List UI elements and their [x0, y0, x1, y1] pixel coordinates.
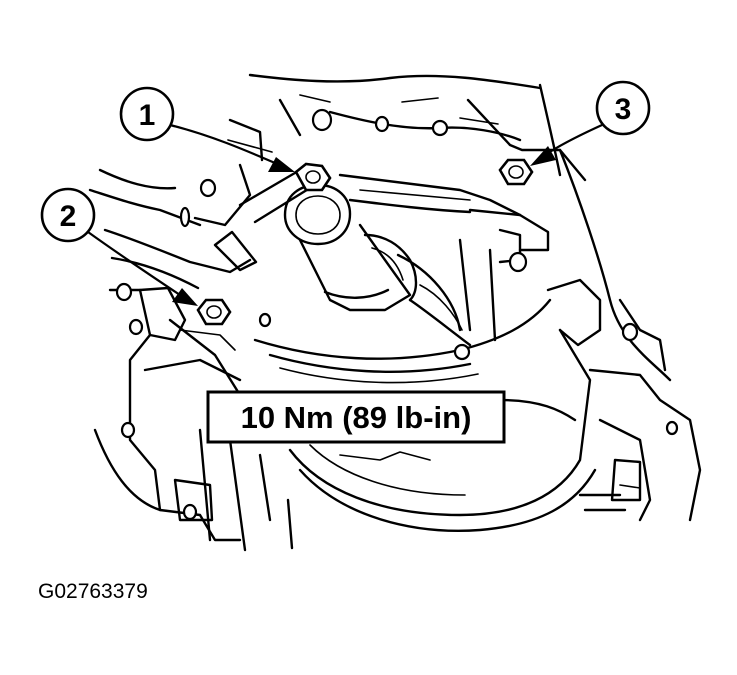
callout-1-label: 1 — [139, 99, 156, 132]
bolt-1 — [294, 162, 332, 192]
torque-spec-box: 10 Nm (89 lb-in) — [206, 390, 506, 444]
engine-line-art — [88, 73, 702, 552]
callout-2: 2 — [40, 187, 198, 306]
callout-3-label: 3 — [615, 93, 632, 126]
callout-1: 1 — [119, 86, 295, 172]
torque-spec-text: 10 Nm (89 lb-in) — [241, 400, 472, 435]
figure-id: G02763379 — [38, 580, 148, 603]
callout-3: 3 — [530, 80, 651, 166]
bolt-3 — [498, 158, 534, 186]
bolt-2 — [196, 298, 232, 326]
callout-2-label: 2 — [60, 200, 77, 233]
